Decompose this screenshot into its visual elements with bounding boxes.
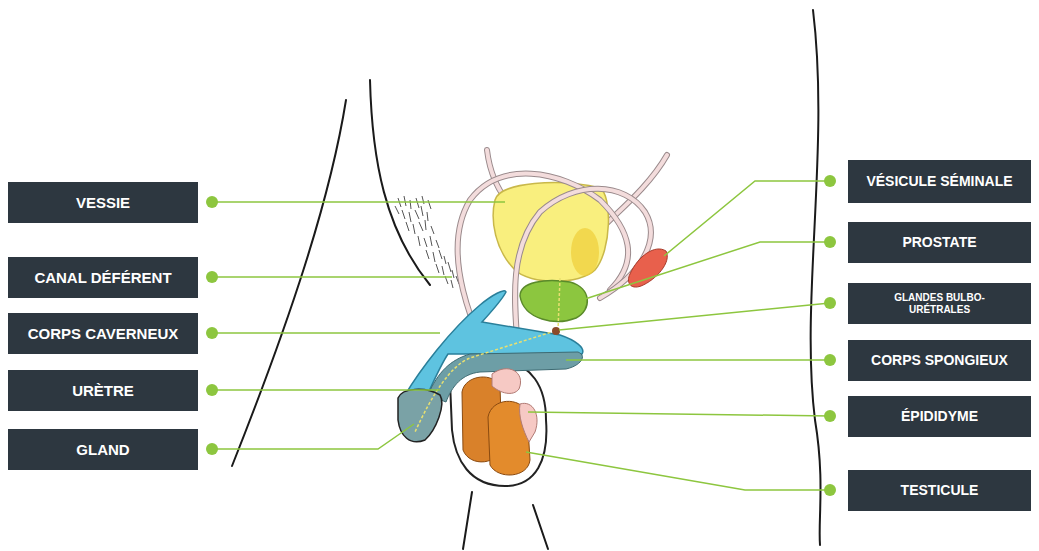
leader-line xyxy=(528,412,830,416)
body-outline xyxy=(533,505,548,549)
leader-dot xyxy=(824,354,836,366)
label-box: TESTICULE xyxy=(848,470,1031,511)
label-text: VESSIE xyxy=(76,194,130,212)
epididymis xyxy=(492,369,521,394)
body-outline xyxy=(463,492,472,549)
epididymis xyxy=(520,403,537,442)
leader-dot xyxy=(206,327,218,339)
body-outline xyxy=(811,10,821,545)
label-box: CORPS CAVERNEUX xyxy=(8,313,198,354)
label-text: URÈTRE xyxy=(72,382,134,400)
leader-dot xyxy=(206,443,218,455)
leader-dot xyxy=(824,297,836,309)
label-text: CORPS SPONGIEUX xyxy=(871,352,1008,369)
leader-line xyxy=(559,303,830,330)
label-text: TESTICULE xyxy=(901,482,979,499)
bladder-shade xyxy=(571,228,599,276)
leader-line xyxy=(212,332,440,334)
label-box: ÉPIDIDYME xyxy=(848,396,1031,437)
leader-line xyxy=(526,452,830,490)
leader-dot xyxy=(206,384,218,396)
prostate xyxy=(520,281,587,322)
leader-line xyxy=(212,424,414,449)
label-box: URÈTRE xyxy=(8,370,198,411)
corpus-spongiosum xyxy=(428,352,582,402)
label-text: PROSTATE xyxy=(902,234,976,251)
label-text: GLAND xyxy=(76,441,129,459)
label-text: VÉSICULE SÉMINALE xyxy=(866,173,1012,190)
bulbourethral-gland xyxy=(552,327,560,335)
label-text: CANAL DÉFÉRENT xyxy=(34,269,171,287)
seminal-vesicle xyxy=(628,249,667,287)
leader-dot xyxy=(824,236,836,248)
label-text: GLANDES BULBO-URÉTRALES xyxy=(884,292,996,315)
leader-dot xyxy=(206,196,218,208)
leader-line xyxy=(212,276,452,278)
label-text: ÉPIDIDYME xyxy=(901,408,978,425)
body-outline xyxy=(232,100,346,466)
leader-line xyxy=(212,389,440,391)
label-box: VÉSICULE SÉMINALE xyxy=(848,160,1031,203)
label-box: CANAL DÉFÉRENT xyxy=(8,257,198,298)
label-box: CORPS SPONGIEUX xyxy=(848,340,1031,381)
label-box: PROSTATE xyxy=(848,222,1031,263)
leader-line xyxy=(212,201,505,203)
glans xyxy=(398,389,442,442)
leader-dot xyxy=(206,271,218,283)
label-box: VESSIE xyxy=(8,182,198,223)
leader-line xyxy=(582,242,830,300)
corpus-cavernosum xyxy=(405,291,583,400)
label-box: GLAND xyxy=(8,429,198,470)
pubic-hair xyxy=(395,196,459,288)
label-box: GLANDES BULBO-URÉTRALES xyxy=(848,283,1031,324)
leader-line xyxy=(566,359,830,361)
leader-line xyxy=(664,181,830,256)
leader-dot xyxy=(824,484,836,496)
leader-dot xyxy=(824,175,836,187)
label-text: CORPS CAVERNEUX xyxy=(28,325,179,343)
body-outline xyxy=(370,80,430,285)
leader-dot xyxy=(824,410,836,422)
